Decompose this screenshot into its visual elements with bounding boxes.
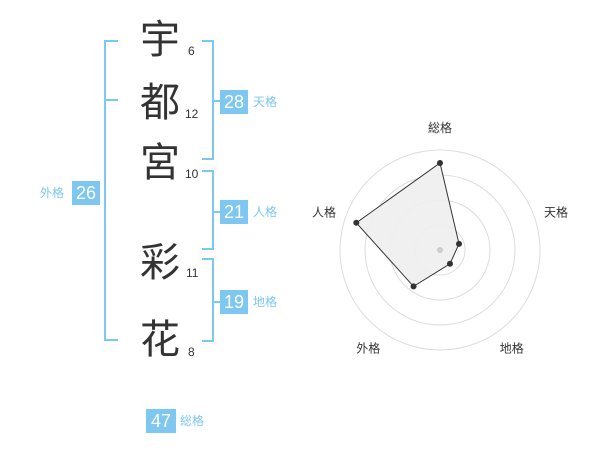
jinkaku-bracket-vertical bbox=[212, 170, 214, 250]
stroke-count-5: 8 bbox=[188, 345, 195, 359]
jinkaku-bracket-top bbox=[202, 170, 214, 172]
stroke-count-1: 6 bbox=[188, 44, 195, 58]
gaikaku-bracket-top bbox=[104, 40, 118, 42]
chikaku-bracket-connector bbox=[212, 301, 220, 303]
name-char-5: 花 bbox=[140, 317, 180, 363]
chikaku-bracket-vertical bbox=[212, 258, 214, 342]
chikaku-bracket-top bbox=[202, 258, 214, 260]
radar-axis-label-1: 天格 bbox=[544, 204, 568, 219]
radar-point-4 bbox=[353, 219, 360, 226]
radar-ring-4 bbox=[339, 149, 541, 351]
name-char-1: 宇 bbox=[140, 17, 180, 63]
tenkaku-bracket-top bbox=[202, 40, 214, 42]
soukaku-label: 総格 bbox=[180, 414, 205, 428]
jinkaku-label: 人格 bbox=[253, 205, 278, 219]
chikaku-bracket-bottom bbox=[202, 340, 214, 342]
radar-axis-label-4: 人格 bbox=[312, 204, 336, 219]
radar-axis-label-0: 総格 bbox=[428, 120, 452, 135]
gaikaku-bracket-bottom bbox=[104, 339, 118, 341]
radar-point-0 bbox=[437, 160, 443, 166]
jinkaku-bracket-connector bbox=[212, 211, 220, 213]
radar-axis-label-2: 地格 bbox=[500, 341, 524, 356]
tenkaku-value-badge: 28 bbox=[220, 90, 248, 114]
gaikaku-value-badge: 26 bbox=[72, 181, 100, 205]
radar-point-1 bbox=[456, 240, 463, 247]
stroke-count-3: 10 bbox=[185, 167, 199, 181]
jinkaku-value-badge: 21 bbox=[220, 200, 248, 224]
radar-polygon bbox=[355, 162, 460, 288]
name-char-2: 都 bbox=[140, 80, 180, 126]
tenkaku-bracket-bottom bbox=[202, 158, 214, 160]
chikaku-label: 地格 bbox=[253, 295, 278, 309]
radar-center-dot bbox=[437, 247, 443, 253]
radar-point-3 bbox=[410, 283, 417, 290]
radar-axis-label-3: 外格 bbox=[356, 341, 380, 356]
tenkaku-bracket-connector bbox=[212, 100, 220, 102]
gaikaku-label: 外格 bbox=[40, 186, 65, 200]
gaikaku-bracket-vertical bbox=[104, 40, 106, 341]
tenkaku-label: 天格 bbox=[253, 95, 278, 109]
radar-point-2 bbox=[446, 260, 453, 267]
gaikaku-bracket-mid bbox=[104, 99, 118, 101]
soukaku-value-badge: 47 bbox=[146, 409, 176, 433]
stroke-count-2: 12 bbox=[185, 107, 199, 121]
chikaku-value-badge: 19 bbox=[220, 290, 248, 314]
jinkaku-bracket-bottom bbox=[202, 248, 214, 250]
name-char-3: 宮 bbox=[140, 140, 180, 186]
name-char-4: 彩 bbox=[140, 240, 180, 286]
stroke-count-4: 11 bbox=[186, 266, 199, 280]
